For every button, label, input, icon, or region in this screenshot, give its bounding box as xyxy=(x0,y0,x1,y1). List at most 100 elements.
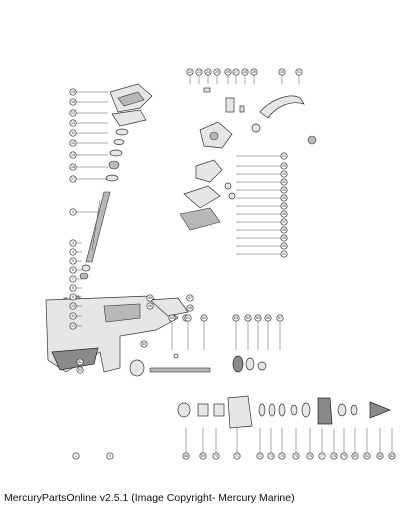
svg-text:2: 2 xyxy=(72,210,74,214)
svg-text:31: 31 xyxy=(297,70,301,74)
callout-61: 61 xyxy=(184,314,192,350)
svg-text:50: 50 xyxy=(142,342,146,346)
svg-text:10: 10 xyxy=(71,304,75,308)
callout-38: 38 xyxy=(236,226,288,234)
svg-text:12: 12 xyxy=(71,324,75,328)
svg-text:8: 8 xyxy=(72,286,74,290)
callout-13: 13 xyxy=(69,119,108,127)
callout-19: 19 xyxy=(236,170,288,178)
svg-text:4: 4 xyxy=(72,250,74,254)
svg-text:82: 82 xyxy=(378,454,382,458)
svg-text:71: 71 xyxy=(235,454,239,458)
callout-83: 83 xyxy=(388,428,396,460)
svg-text:23: 23 xyxy=(197,70,201,74)
svg-text:28: 28 xyxy=(243,70,247,74)
callout-12: 12 xyxy=(69,109,108,117)
svg-text:13: 13 xyxy=(71,121,75,125)
svg-text:47: 47 xyxy=(188,296,192,300)
svg-text:80: 80 xyxy=(353,454,357,458)
svg-text:52: 52 xyxy=(78,368,82,372)
callout-11: 11 xyxy=(69,129,108,137)
svg-text:1: 1 xyxy=(75,454,77,458)
svg-text:30: 30 xyxy=(280,70,284,74)
svg-text:29: 29 xyxy=(252,70,256,74)
svg-text:62: 62 xyxy=(202,316,206,320)
callout-22: 22 xyxy=(186,68,194,84)
callout-18: 18 xyxy=(69,163,108,171)
callout-9: 9 xyxy=(106,452,114,460)
callout-81: 81 xyxy=(363,428,371,460)
svg-text:66: 66 xyxy=(266,316,270,320)
callout-82: 82 xyxy=(376,428,384,460)
callout-28: 28 xyxy=(241,68,249,84)
svg-text:40: 40 xyxy=(282,244,286,248)
svg-text:16: 16 xyxy=(71,100,75,104)
svg-text:37: 37 xyxy=(282,220,286,224)
callout-79: 79 xyxy=(340,428,348,460)
svg-text:70: 70 xyxy=(214,454,218,458)
svg-text:34: 34 xyxy=(282,196,286,200)
svg-text:7: 7 xyxy=(72,277,74,281)
callout-7: 7 xyxy=(69,275,82,283)
callout-2: 2 xyxy=(69,208,100,216)
callout-71: 71 xyxy=(233,428,241,460)
callout-72: 72 xyxy=(256,428,264,460)
callout-77: 77 xyxy=(318,428,326,460)
cover-plate-icon xyxy=(179,159,236,231)
callout-39: 39 xyxy=(236,234,288,242)
svg-text:10: 10 xyxy=(71,141,75,145)
svg-text:21: 21 xyxy=(282,154,286,158)
callout-33: 33 xyxy=(236,186,288,194)
svg-text:15: 15 xyxy=(71,90,75,94)
gearcase-internal-parts-icon xyxy=(177,395,391,429)
callout-70: 70 xyxy=(212,428,220,460)
svg-text:27: 27 xyxy=(234,70,238,74)
callout-12: 12 xyxy=(69,322,82,330)
callout-3: 3 xyxy=(69,239,82,247)
shift-linkage-icon xyxy=(199,87,317,149)
callout-20: 20 xyxy=(236,162,288,170)
svg-text:6: 6 xyxy=(72,268,74,272)
svg-text:33: 33 xyxy=(282,188,286,192)
svg-text:68: 68 xyxy=(184,454,188,458)
callout-73: 73 xyxy=(267,428,275,460)
svg-text:61: 61 xyxy=(186,316,190,320)
svg-text:12: 12 xyxy=(71,111,75,115)
callout-40: 40 xyxy=(236,242,288,250)
callout-24: 24 xyxy=(204,68,212,84)
callout-60: 60 xyxy=(168,314,176,350)
svg-text:60: 60 xyxy=(170,316,174,320)
svg-text:73: 73 xyxy=(269,454,273,458)
callout-32: 32 xyxy=(236,178,288,186)
callout-10: 10 xyxy=(69,302,82,310)
callout-36: 36 xyxy=(236,210,288,218)
callout-31: 31 xyxy=(295,68,303,84)
callout-48: 48 xyxy=(186,304,194,312)
callout-5: 5 xyxy=(69,257,82,265)
callout-62: 62 xyxy=(200,314,208,350)
svg-text:75: 75 xyxy=(294,454,298,458)
svg-text:51: 51 xyxy=(78,360,82,364)
svg-text:19: 19 xyxy=(282,172,286,176)
callout-45: 45 xyxy=(146,294,154,302)
svg-text:79: 79 xyxy=(342,454,346,458)
callout-69: 69 xyxy=(199,428,207,460)
svg-text:64: 64 xyxy=(246,316,250,320)
svg-text:83: 83 xyxy=(390,454,394,458)
callout-14: 14 xyxy=(69,151,108,159)
callout-21: 21 xyxy=(236,152,288,160)
image-caption: MercuryPartsOnline v2.5.1 (Image Copyrig… xyxy=(4,492,295,504)
callout-34: 34 xyxy=(236,194,288,202)
callout-30: 30 xyxy=(278,68,286,84)
callout-25: 25 xyxy=(213,68,221,84)
callout-46: 46 xyxy=(146,302,154,310)
callout-4: 4 xyxy=(69,248,82,256)
svg-text:36: 36 xyxy=(282,212,286,216)
svg-text:72: 72 xyxy=(258,454,262,458)
svg-text:46: 46 xyxy=(148,304,152,308)
svg-text:48: 48 xyxy=(188,306,192,310)
callout-47: 47 xyxy=(186,294,194,302)
callout-76: 76 xyxy=(306,428,314,460)
